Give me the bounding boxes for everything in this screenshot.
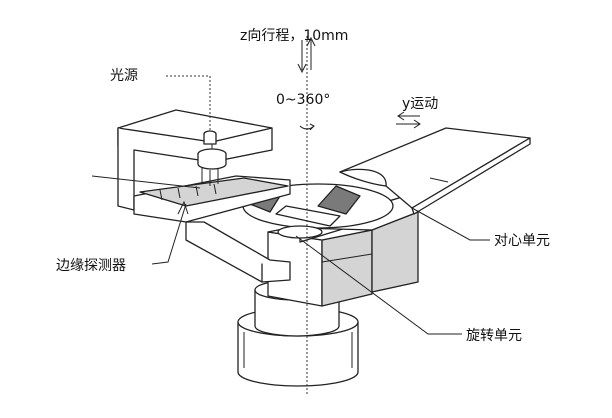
rotation-unit-label: 旋转单元 bbox=[466, 328, 522, 344]
light-ray-line bbox=[91, 175, 201, 189]
edge-detector-label: 边缘探测器 bbox=[56, 258, 126, 274]
centering-unit-label: 对心单元 bbox=[494, 233, 550, 249]
z-travel-label: z向行程，10mm bbox=[240, 28, 348, 44]
y-motion-plate bbox=[339, 127, 531, 215]
rotation-range-label: 0~360° bbox=[276, 92, 330, 108]
edge-detector-frame bbox=[117, 109, 291, 283]
light-source-label: 光源 bbox=[110, 68, 138, 84]
light-source-assembly bbox=[197, 130, 227, 186]
z-rotation-axis bbox=[297, 36, 316, 395]
y-motion-arrows bbox=[396, 111, 421, 129]
leader-lines bbox=[151, 75, 490, 335]
rotation-unit-body bbox=[267, 221, 373, 307]
y-motion-label: y运动 bbox=[402, 96, 438, 112]
